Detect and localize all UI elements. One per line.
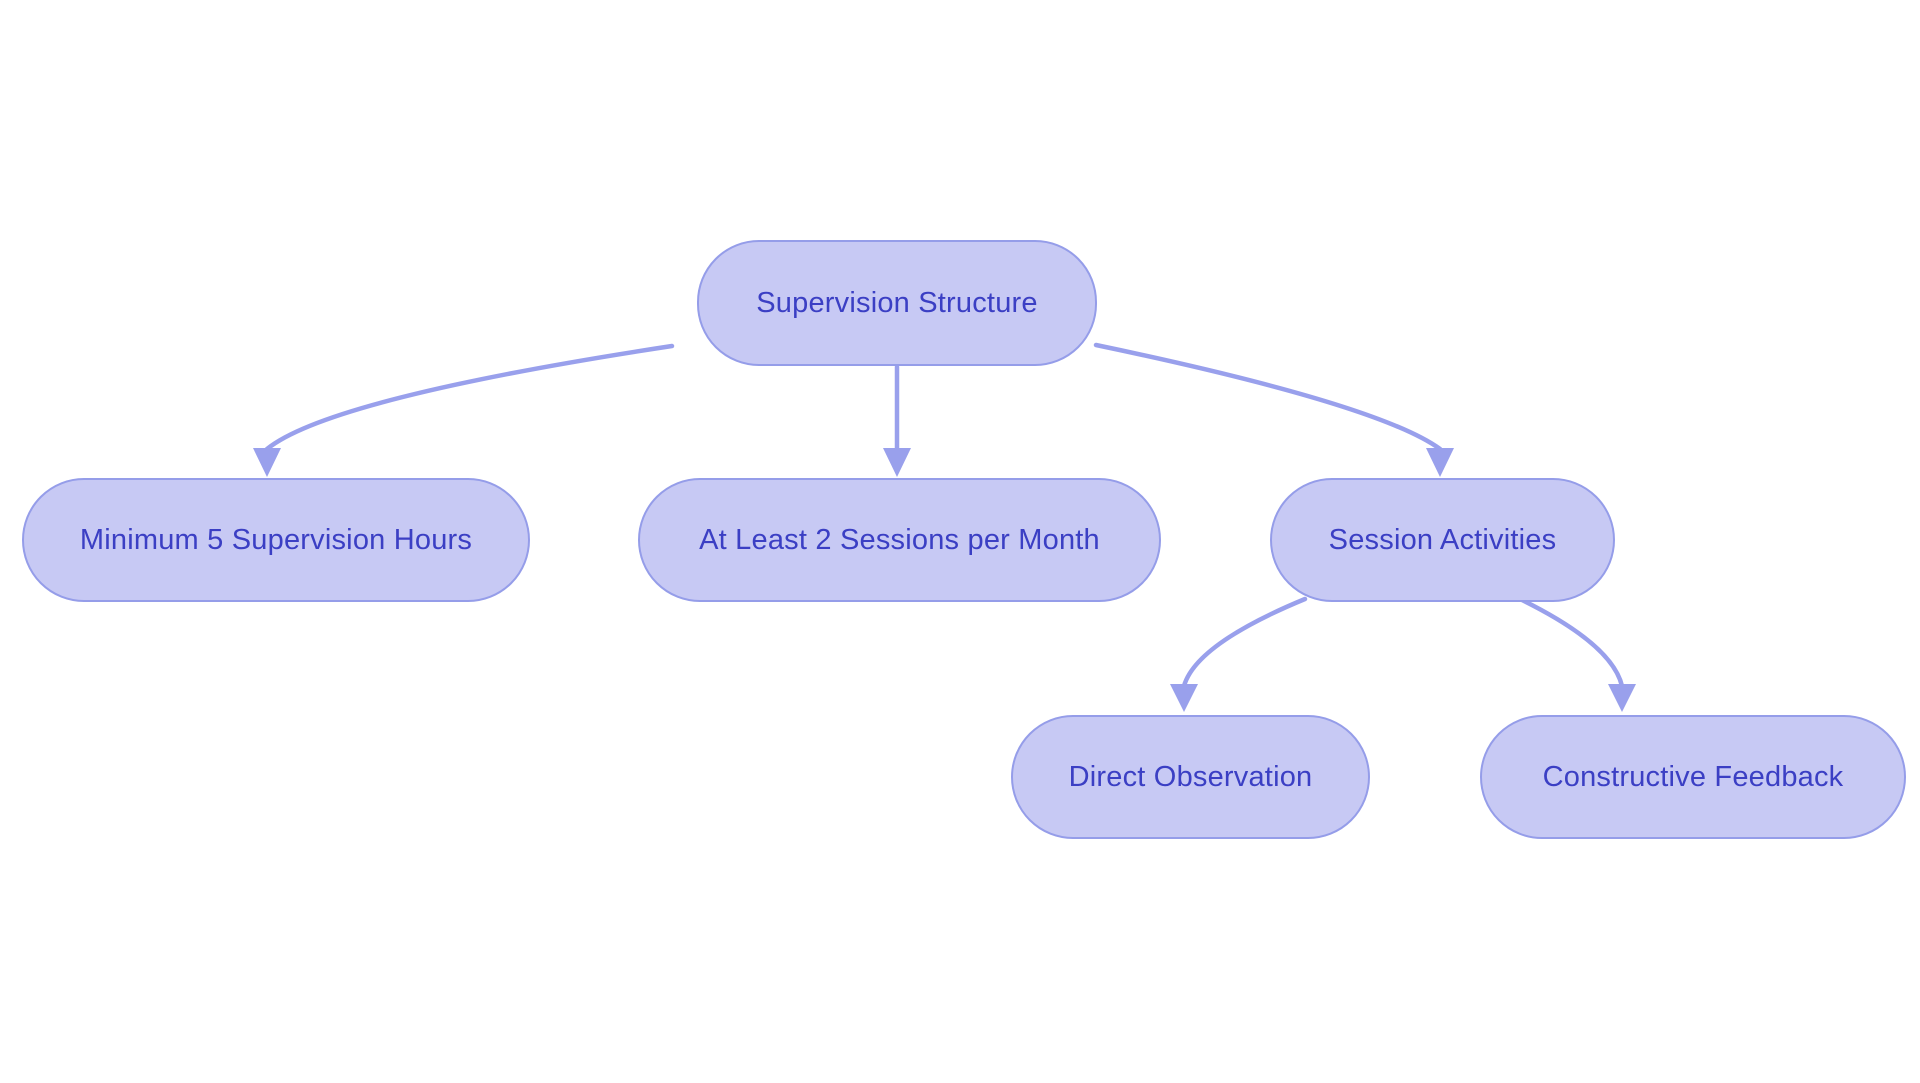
node-label: Session Activities xyxy=(1328,523,1557,556)
node-minimum-hours: Minimum 5 Supervision Hours xyxy=(22,478,530,602)
node-session-activities: Session Activities xyxy=(1270,478,1615,602)
edge-activities-to-constructive-feedback xyxy=(1517,596,1636,712)
node-direct-observation: Direct Observation xyxy=(1011,715,1370,839)
node-label: Minimum 5 Supervision Hours xyxy=(79,523,473,556)
node-label: Direct Observation xyxy=(1068,760,1313,793)
node-sessions-per-month: At Least 2 Sessions per Month xyxy=(638,478,1161,602)
node-constructive-feedback: Constructive Feedback xyxy=(1480,715,1906,839)
edge-supervision-to-sessions xyxy=(883,364,911,477)
node-label: At Least 2 Sessions per Month xyxy=(699,523,1100,556)
edge-supervision-to-minimum-hours xyxy=(253,343,675,477)
edge-activities-to-direct-observation xyxy=(1170,596,1308,712)
node-label: Constructive Feedback xyxy=(1542,760,1844,793)
edge-supervision-to-session-activities xyxy=(1093,342,1454,477)
node-label: Supervision Structure xyxy=(756,286,1038,319)
node-supervision-structure: Supervision Structure xyxy=(697,240,1097,366)
